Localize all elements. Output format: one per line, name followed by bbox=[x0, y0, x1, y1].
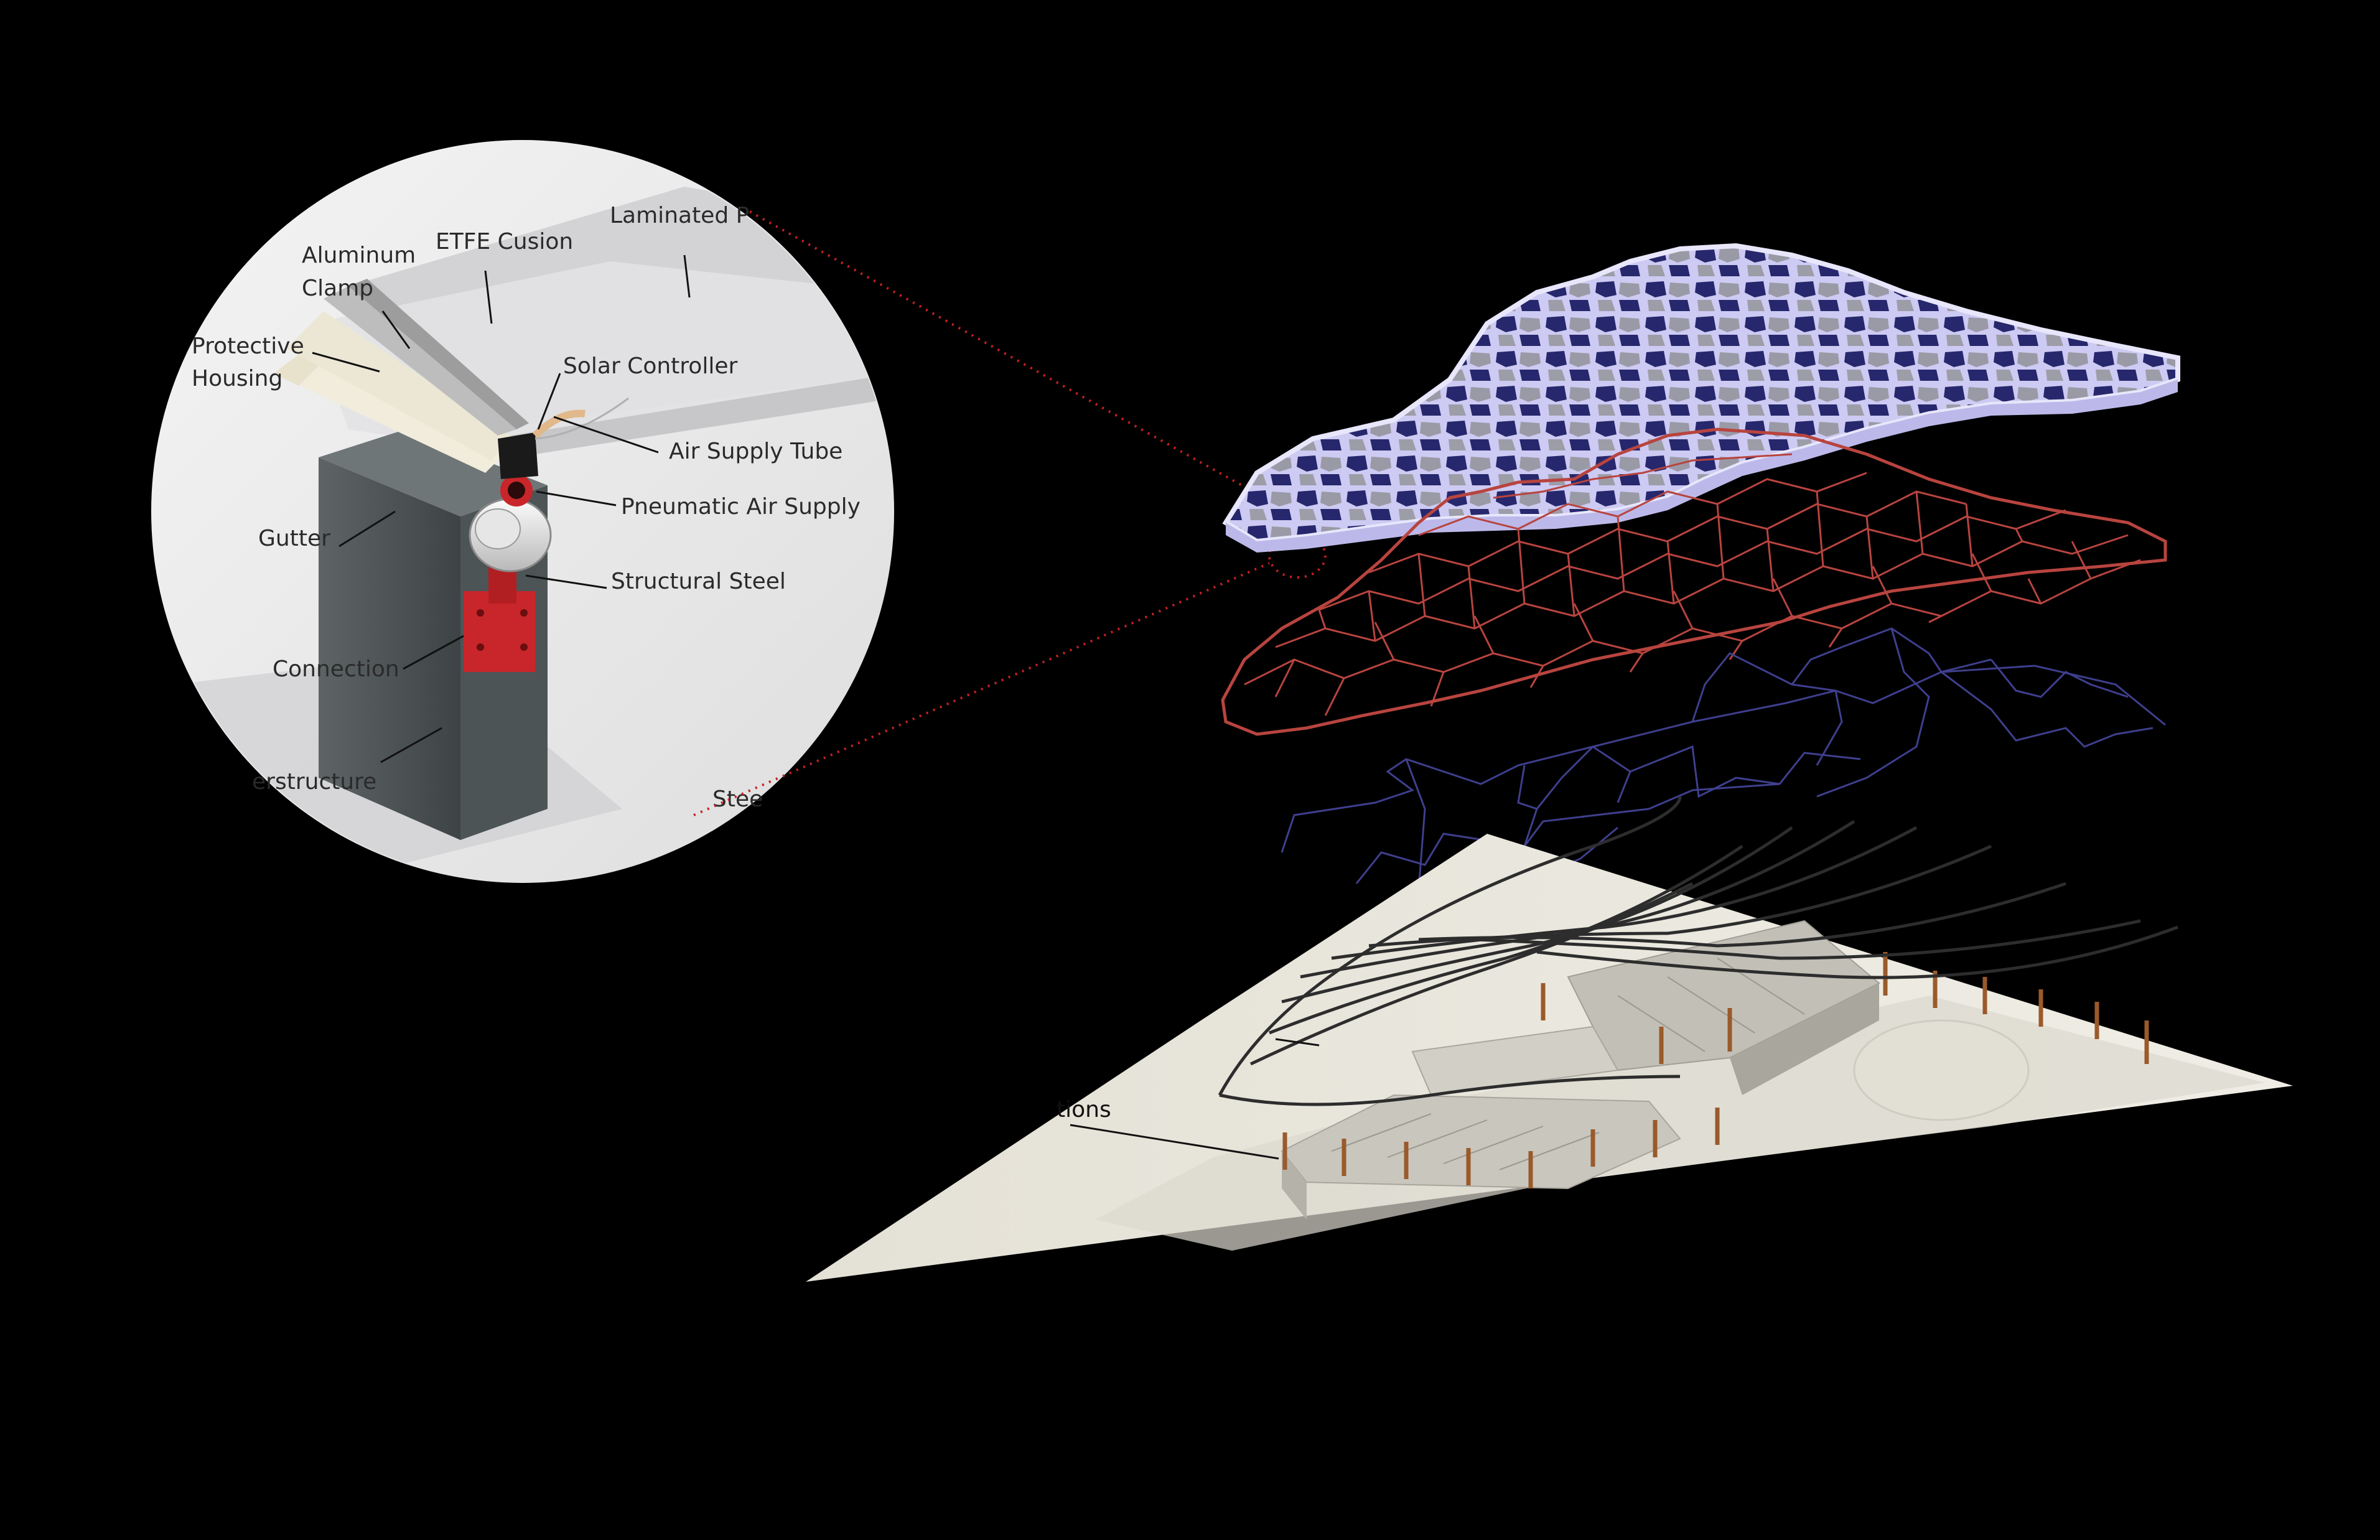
label-pneumatic-air-supply: Pneumatic Air Supply bbox=[621, 494, 861, 520]
roof-ribs bbox=[1218, 796, 2178, 1106]
label-steel-cut: Stee bbox=[712, 786, 763, 812]
label-aluminum-clamp-line2: Clamp bbox=[302, 276, 373, 301]
callout-dotted-leaders bbox=[693, 210, 1327, 816]
detail-callout-circle: Laminated P ETFE Cusion Aluminum Clamp P… bbox=[151, 140, 894, 883]
detail-labels: Laminated P ETFE Cusion Aluminum Clamp P… bbox=[192, 203, 861, 812]
label-solar-controller: Solar Controller bbox=[563, 353, 737, 379]
structural-grid-layer bbox=[1281, 627, 2166, 892]
detail-leader-lines bbox=[312, 254, 691, 763]
label-foundations: tions bbox=[1057, 1097, 1111, 1122]
steel-connection bbox=[464, 591, 535, 672]
label-protective-housing-line1: Protective bbox=[192, 334, 304, 359]
label-laminated-panel: Laminated P bbox=[610, 203, 749, 228]
label-air-supply-tube: Air Supply Tube bbox=[669, 439, 842, 464]
label-etfe-cushion: ETFE Cusion bbox=[436, 229, 573, 254]
label-aluminum-clamp-line1: Aluminum bbox=[302, 243, 416, 268]
site-base-layer: tions bbox=[806, 796, 2293, 1282]
superstructure-wall bbox=[319, 457, 460, 840]
label-gutter: Gutter bbox=[258, 526, 330, 551]
aluminum-clamp bbox=[324, 286, 516, 436]
label-structural-steel: Structural Steel bbox=[611, 569, 786, 594]
foundations-leader bbox=[1070, 1124, 1279, 1160]
label-superstructure: erstructure bbox=[252, 769, 376, 795]
solar-controller bbox=[498, 432, 538, 479]
voronoi-frame-layer bbox=[1221, 427, 2167, 736]
label-protective-housing-line2: Housing bbox=[192, 366, 282, 391]
foundation-columns bbox=[1282, 952, 2149, 1188]
label-connection: Connection bbox=[273, 656, 399, 682]
